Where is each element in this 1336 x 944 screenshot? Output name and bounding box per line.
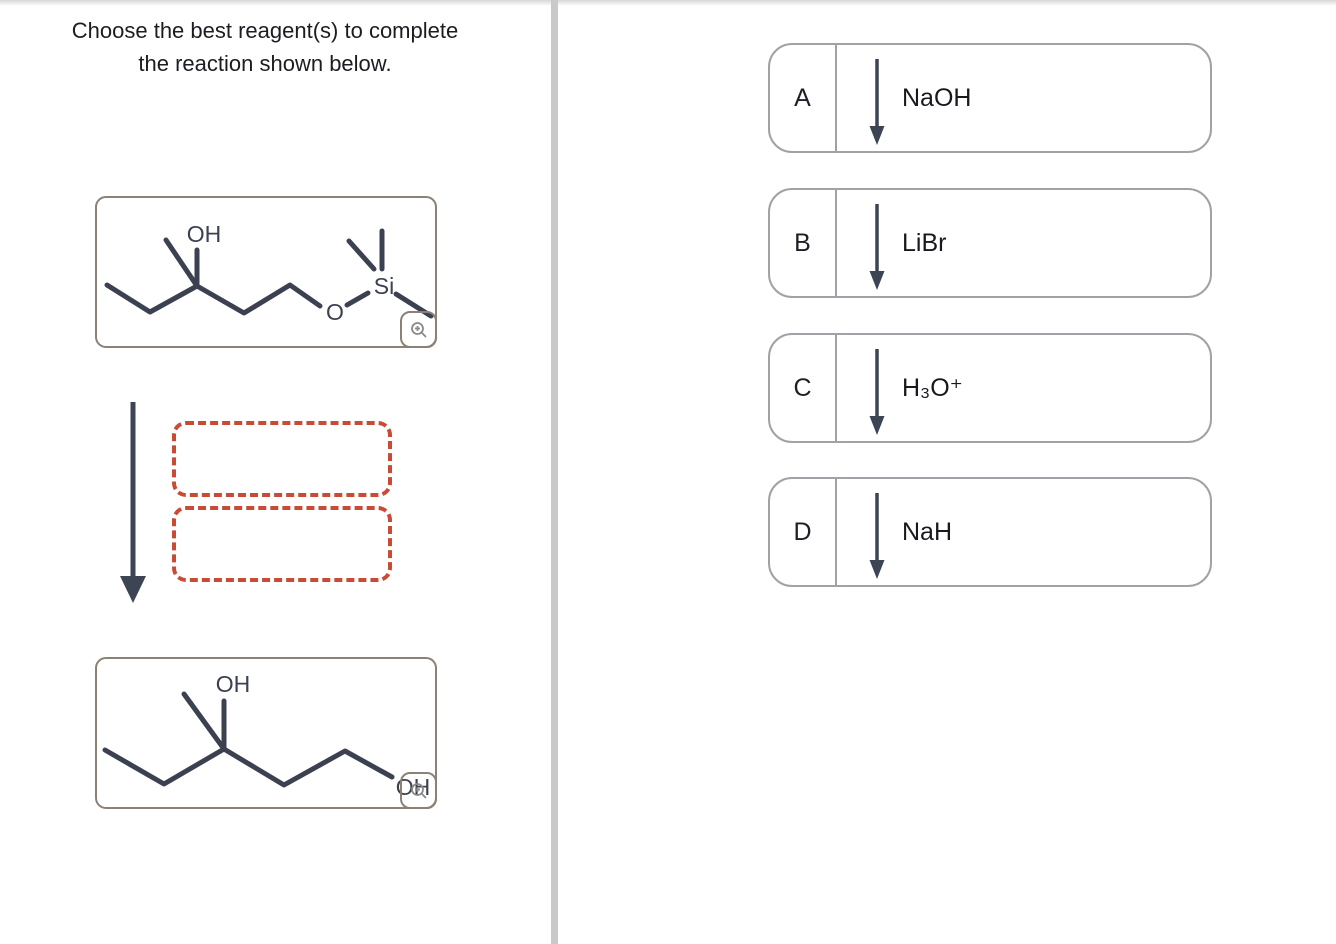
option-reagent-d: NaH: [902, 517, 953, 546]
zoom-structure-button[interactable]: [400, 311, 437, 348]
option-letter-c: C: [793, 373, 812, 402]
reactant-molecule-drawing: OH O Si: [104, 221, 434, 325]
question-title-line1: Choose the best reagent(s) to complete: [71, 18, 459, 43]
option-reagent-c: H₃O⁺: [902, 374, 963, 402]
reaction-arrow-icon: [120, 402, 146, 603]
reactant-oh-label: OH: [187, 221, 222, 247]
top-shadow: [0, 0, 1336, 6]
product-molecule-drawing: OH OH: [102, 671, 430, 800]
zoom-structure-button[interactable]: [400, 772, 437, 809]
reagent-drop-zone-1[interactable]: [172, 421, 392, 497]
down-arrow-icon: [869, 493, 885, 579]
option-letter-b: B: [794, 228, 811, 257]
down-arrow-icon: [869, 204, 885, 290]
option-letter-d: D: [793, 517, 812, 546]
option-cell-divider: [835, 44, 837, 152]
zoom-in-icon: [410, 321, 427, 338]
reactant-structure-box: OH O Si: [95, 196, 437, 348]
reagent-drop-zone-2[interactable]: [172, 506, 392, 582]
question-title: Choose the best reagent(s) to complete t…: [0, 14, 530, 80]
option-letter-a: A: [794, 83, 811, 112]
option-card-c[interactable]: C H₃O⁺: [768, 333, 1212, 443]
option-reagent-b: LiBr: [902, 228, 947, 257]
option-cell-divider: [835, 478, 837, 586]
zoom-in-icon: [410, 782, 427, 799]
option-cell-divider: [835, 334, 837, 442]
reactant-si-label: Si: [374, 273, 394, 299]
reactant-o-label: O: [326, 299, 344, 325]
product-oh-top-label: OH: [216, 671, 251, 697]
option-reagent-a: NaOH: [902, 83, 972, 112]
option-card-a[interactable]: A NaOH: [768, 43, 1212, 153]
down-arrow-icon: [869, 349, 885, 435]
product-structure-box: OH OH: [95, 657, 437, 809]
option-card-d[interactable]: D NaH: [768, 477, 1212, 587]
question-title-line2: the reaction shown below.: [138, 51, 392, 76]
option-card-b[interactable]: B LiBr: [768, 188, 1212, 298]
pane-divider: [551, 0, 558, 944]
down-arrow-icon: [869, 59, 885, 145]
option-cell-divider: [835, 189, 837, 297]
